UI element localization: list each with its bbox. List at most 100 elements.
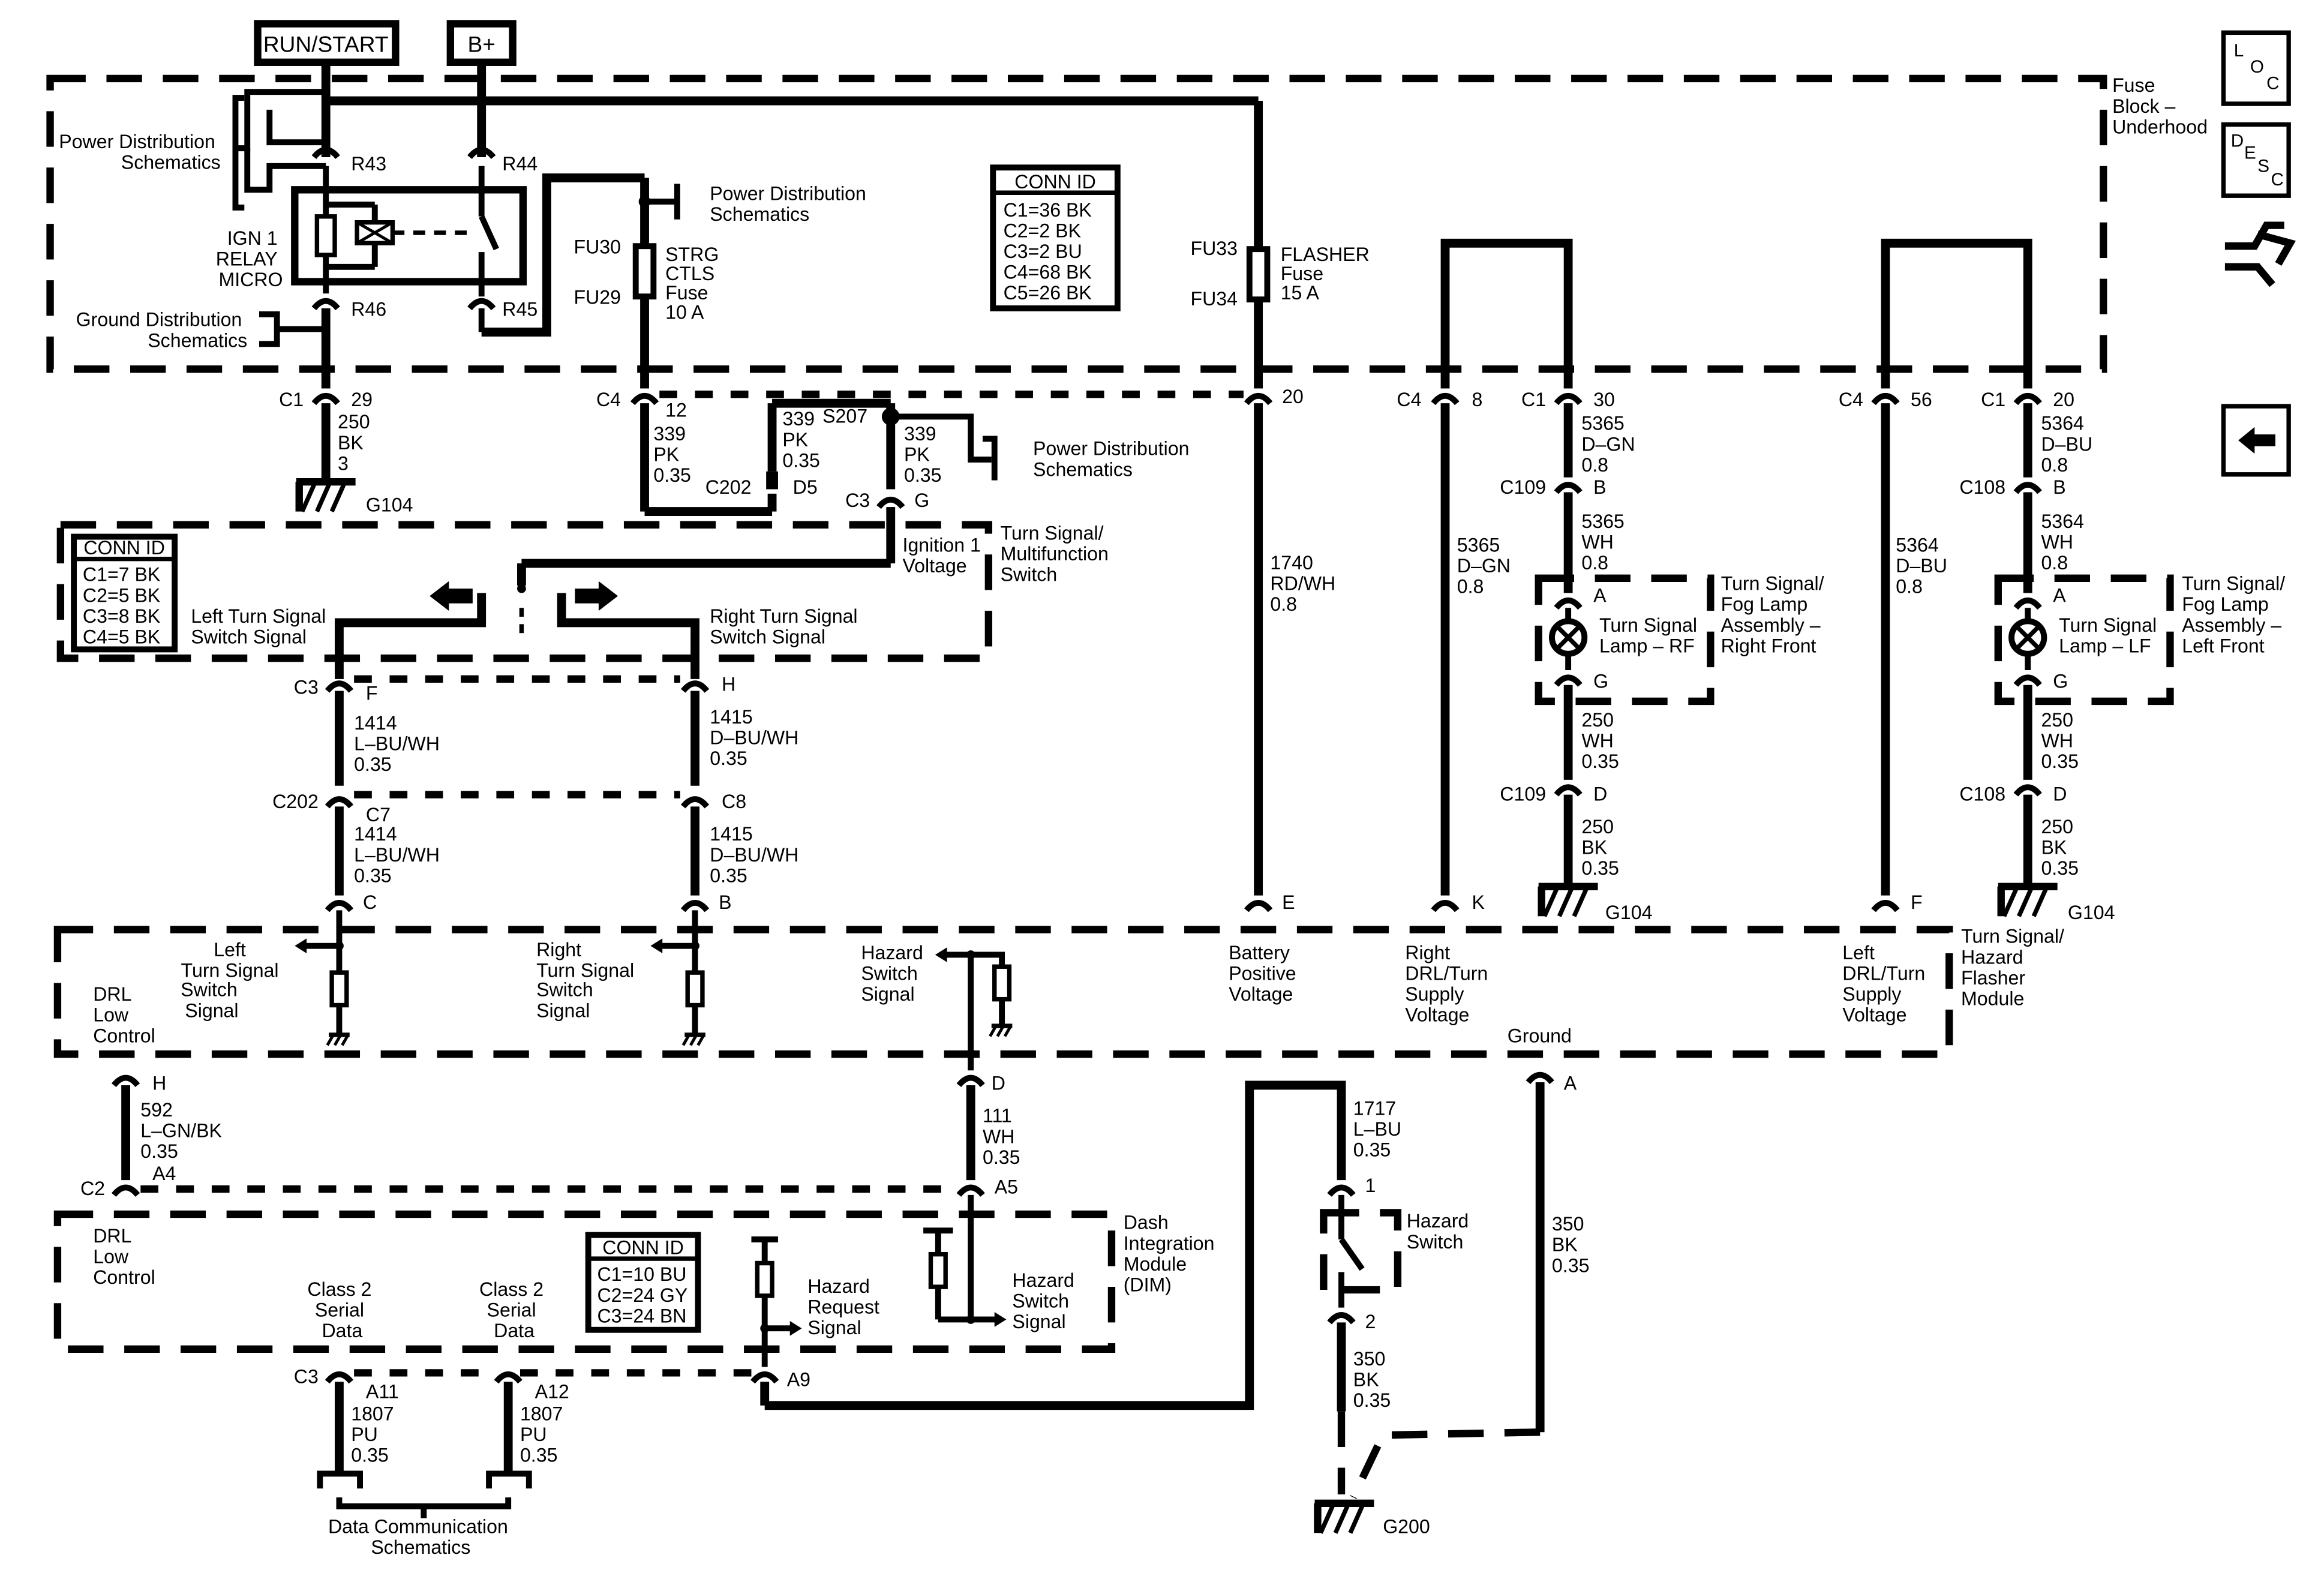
conn-id-dim-rows: C1=10 BU C2=24 GY C3=24 BN [597,1263,693,1326]
svg-text:30: 30 [1593,389,1615,410]
dash-integration-module [53,1210,1116,1353]
lamp-rf-outer-label: Turn Signal/ Fog Lamp Assembly – Right F… [1721,573,1830,657]
svg-text:1: 1 [1365,1175,1376,1196]
svg-text:B: B [719,891,731,913]
dim-drl-low-control: DRL Low Control [93,1225,155,1288]
wire-1415-a: 1415 D–BU/WH 0.35 [710,706,804,769]
wire-1414-b: 1414 L–BU/WH 0.35 [354,823,445,886]
wire-1740: 1740 RD/WH 0.8 [1270,552,1341,615]
svg-text:G: G [2053,671,2068,692]
fuse-block-connectors [311,392,2042,406]
turn-signal-hazard-flasher-module [53,926,1953,1058]
wire-1717: 1717 L–BU 0.35 [1353,1097,1407,1160]
run-start-label: RUN/START [263,31,389,56]
hazard-switch-label: Hazard Switch [1407,1210,1474,1253]
wire-111: 111 WH 0.35 [983,1105,1020,1168]
pin-r43: R43 [351,153,386,175]
svg-text:C3: C3 [294,1366,319,1388]
svg-text:D: D [992,1072,1005,1094]
flasher-right-drl: Right DRL/Turn Supply Voltage [1405,942,1493,1026]
wire-1415-b: 1415 D–BU/WH 0.35 [710,823,804,886]
wire-250-bk-3: 250 BK 3 [338,411,376,474]
svg-text:FU30: FU30 [574,236,621,258]
svg-text:D: D [1593,783,1607,804]
svg-text:G104: G104 [366,494,413,516]
svg-text:C108: C108 [1959,783,2005,804]
flasher-fuse-label: FLASHER Fuse 15 A [1281,244,1375,304]
ign1-relay [291,186,527,286]
svg-text:C1: C1 [1981,389,2005,410]
power-dist-left: Power Distribution Schematics [59,131,220,173]
wire-5365-dgn-rf: 5365 D–GN 0.8 [1581,413,1640,476]
wire-5364-dbu-f: 5364 D–BU 0.8 [1896,534,1953,597]
conn-id-dim [585,1232,701,1333]
svg-text:C1: C1 [1521,389,1546,410]
svg-text:C202: C202 [705,476,752,498]
svg-text:F: F [1911,891,1923,913]
svg-text:C4: C4 [1839,389,1863,410]
svg-text:G: G [1593,671,1608,692]
flasher-module-title: Turn Signal/ Hazard Flasher Module [1961,926,2070,1010]
left-arrow-icon [430,581,473,611]
svg-text:A4: A4 [152,1163,176,1184]
wire-1807-a: 1807 PU 0.35 [351,1403,399,1466]
svg-text:FU34: FU34 [1191,288,1238,310]
turn-signal-multifunction-switch [56,521,993,662]
svg-text:20: 20 [2053,389,2074,410]
svg-text:C8: C8 [722,791,746,812]
svg-text:C108: C108 [1959,476,2005,498]
svg-text:FU33: FU33 [1191,238,1238,259]
svg-text:G200: G200 [1383,1515,1430,1537]
ground-g200 [1315,1503,1374,1533]
wire-339-pk-a: 339 PK 0.35 [653,423,691,486]
ign1-relay-label: IGN 1 RELAY MICRO [216,227,283,290]
power-dist-s207: Power Distribution Schematics [1033,438,1194,481]
svg-text:12: 12 [665,399,687,421]
svg-text:FU29: FU29 [574,287,621,308]
wire-5364-wh: 5364 WH 0.8 [2041,511,2089,574]
ground-dist-label: Ground Distribution Schematics [76,309,248,352]
dim-hazard-switch-signal: Hazard Switch Signal [1012,1269,1079,1332]
svg-text:E: E [1282,891,1295,913]
conn-id-fuse-rows: C1=36 BK C2=2 BK C3=2 BU C4=68 BK C5=26 … [1004,199,1097,304]
desc-icon[interactable] [2221,122,2291,198]
svg-text:H: H [722,674,735,695]
wire-250-wh-rf: 250 WH 0.35 [1581,709,1619,772]
svg-text:20: 20 [1282,386,1304,407]
svg-text:29: 29 [351,389,373,410]
svg-text:H: H [152,1072,166,1094]
pin-r44: R44 [502,153,538,175]
svg-text:CONN ID: CONN ID [1014,171,1096,193]
lamp-lf-outer-label: Turn Signal/ Fog Lamp Assembly – Left Fr… [2182,573,2290,657]
right-turn-switch-signal: Right Turn Signal Switch Signal [710,605,863,648]
left-turn-switch-signal: Left Turn Signal Switch Signal [191,605,331,648]
wire-592: 592 L–GN/BK 0.35 [140,1099,227,1162]
fuse-block-title: Fuse Block – Underhood [2112,74,2208,137]
loc-icon[interactable] [2221,30,2291,106]
wire-339-pk-c: 339 PK 0.35 [904,423,942,486]
svg-text:G104: G104 [2068,902,2115,923]
flasher-left-drl: Left DRL/Turn Supply Voltage [1842,942,1930,1026]
power-dist-strg: Power Distribution Schematics [710,183,871,226]
svg-text:C4: C4 [1397,389,1421,410]
svg-text:F: F [366,682,378,704]
wire-1807-b: 1807 PU 0.35 [520,1403,568,1466]
svg-text:8: 8 [1472,389,1482,410]
ignition-1-voltage: Ignition 1 Voltage [903,534,986,577]
strg-ctls-fuse [632,243,657,300]
svg-text:A11: A11 [366,1380,399,1402]
dim-class2-a: Class 2 Serial Data [307,1278,377,1341]
svg-text:A9: A9 [787,1369,810,1391]
svg-text:A5: A5 [995,1176,1018,1197]
flasher-drl-low-control: DRL Low Control [93,983,155,1046]
svg-text:D E S C: D E S C [2231,131,2284,190]
multifunction-switch-title: Turn Signal/ Multifunction Switch [1001,523,1114,586]
ground-g104-left [296,482,356,511]
lamp-lf-inner-label: Turn Signal Lamp – LF [2059,614,2162,657]
svg-text:56: 56 [1911,389,1932,410]
svg-text:C7: C7 [366,804,391,825]
wrench-tool-icon[interactable] [2224,221,2296,287]
svg-text:C3: C3 [294,677,319,698]
pin-r46: R46 [351,298,386,320]
wire-5365-dgn-k: 5365 D–GN 0.8 [1457,534,1516,597]
